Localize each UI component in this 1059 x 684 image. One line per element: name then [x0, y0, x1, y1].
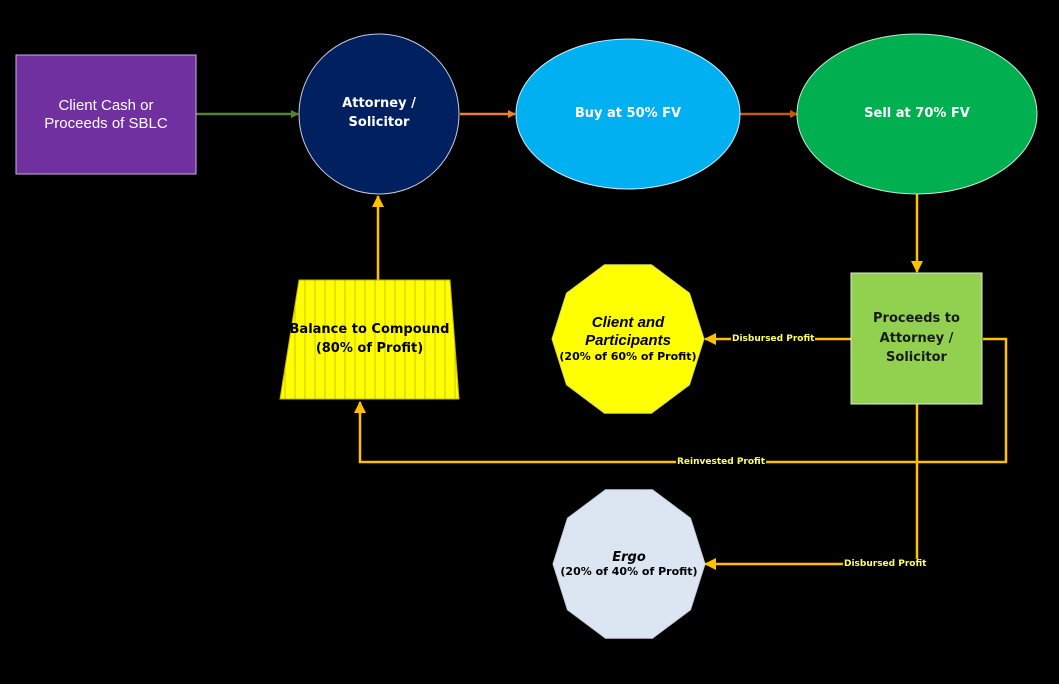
sell-label: Sell at 70% FV	[797, 34, 1037, 194]
balance-label: Balance to Compound (80% of Profit)	[280, 280, 459, 399]
node-client-participants	[551, 264, 705, 414]
ergo-line2: (20% of 40% of Profit)	[560, 565, 698, 579]
proceeds-line2: Attorney /	[879, 330, 954, 346]
edge-label-disbursed-bottom: Disbursed Profit	[843, 559, 928, 569]
ergo-line1: Ergo	[612, 549, 646, 565]
client-participants-label: Client and Participants (20% of 60% of P…	[552, 264, 704, 414]
proceeds-line3: Solicitor	[886, 350, 947, 366]
edge-label-reinvested: Reinvested Profit	[676, 457, 767, 467]
attorney-line1: Attorney /	[342, 96, 416, 112]
arrow-reinvested-profit	[354, 337, 1008, 464]
balance-line2: (80% of Profit)	[315, 340, 424, 356]
node-ergo	[552, 489, 706, 639]
sell-text: Sell at 70% FV	[864, 106, 970, 122]
buy-label: Buy at 50% FV	[516, 39, 740, 189]
node-buy	[515, 38, 741, 190]
attorney-line2: Solicitor	[348, 115, 410, 130]
client-cash-label: Client Cash or Proceeds of SBLC	[16, 55, 196, 174]
client-participants-line2: Participants	[585, 332, 671, 350]
node-client-cash	[15, 54, 197, 175]
node-proceeds	[850, 272, 983, 405]
ergo-label: Ergo (20% of 40% of Profit)	[554, 489, 704, 639]
client-participants-line3: (20% of 60% of Profit)	[559, 350, 697, 364]
buy-text: Buy at 50% FV	[574, 106, 682, 122]
attorney-label: Attorney / Solicitor	[299, 34, 459, 194]
node-sell	[796, 33, 1038, 195]
proceeds-line1: Proceeds to	[873, 311, 960, 327]
client-cash-line2: Proceeds of SBLC	[44, 114, 168, 132]
proceeds-label: Proceeds to Attorney / Solicitor	[851, 273, 982, 404]
node-balance	[279, 279, 460, 400]
client-participants-line1: Client and	[591, 314, 665, 332]
balance-line1: Balance to Compound	[289, 321, 450, 337]
client-cash-line1: Client Cash or	[58, 96, 154, 114]
edge-label-disbursed-top: Disbursed Profit	[731, 334, 816, 344]
node-attorney	[298, 33, 460, 195]
